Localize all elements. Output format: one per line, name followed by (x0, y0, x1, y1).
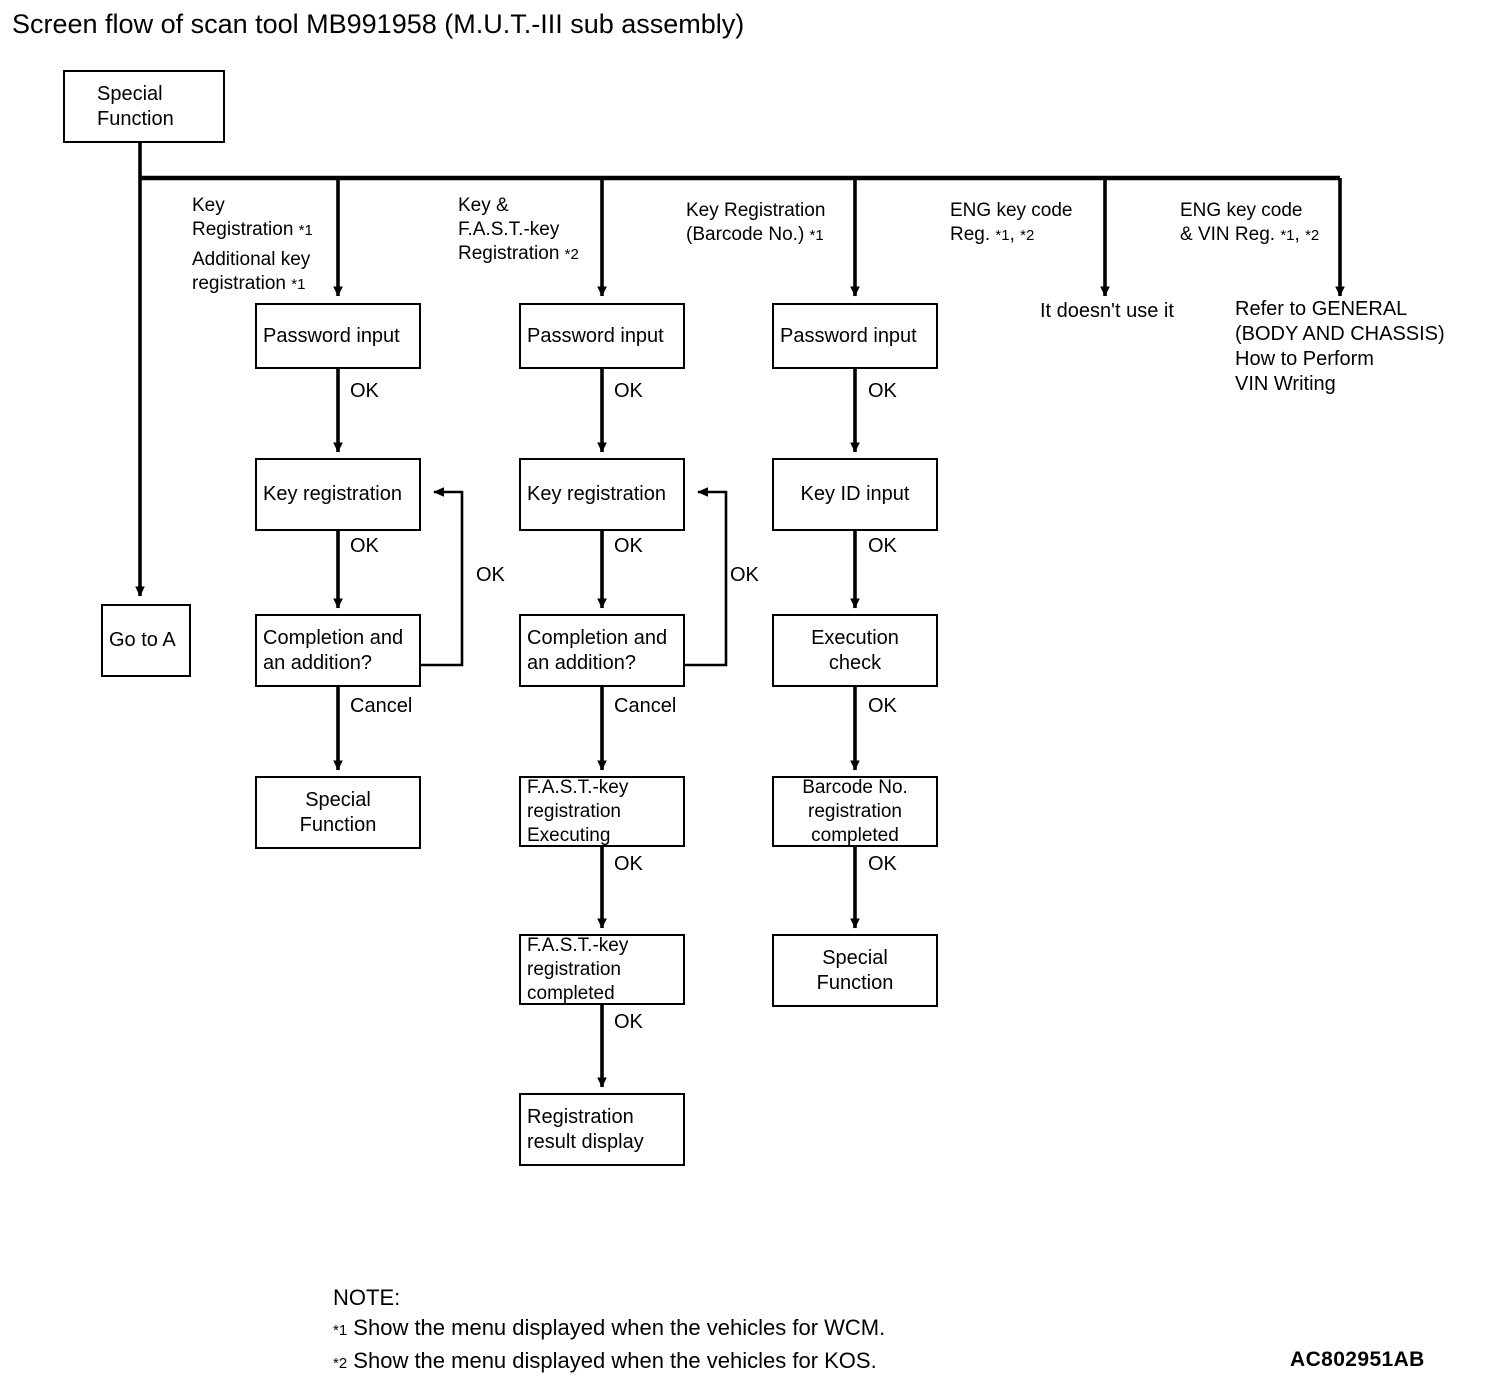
edge-label-col2-loop-ok: OK (730, 564, 759, 586)
note-heading: NOTE: (333, 1285, 401, 1310)
node-label-line: Special (822, 946, 888, 969)
branch-label-key-and-fast-key: Key & F.A.S.T.-key Registration *2 (458, 194, 579, 267)
node-label-line: Password input (263, 324, 400, 347)
node-label-line: check (828, 651, 882, 674)
node-label-line: an addition? (527, 651, 636, 674)
node-label-line: Completion and (263, 626, 404, 649)
branch-label-line: Registration *2 (458, 243, 579, 264)
node-label-line: Executing (527, 824, 611, 846)
node-special-function-1[interactable]: Special Function (255, 776, 421, 849)
node-fast-key-registration-completed[interactable]: F.A.S.T.-key registration completed (519, 934, 685, 1005)
branch-label-line: Key (192, 195, 225, 216)
node-label-line: an addition? (263, 651, 372, 674)
terminal-line: How to Perform (1235, 348, 1374, 370)
branch-label-line: Key & (458, 195, 509, 216)
note-item: *1 Show the menu displayed when the vehi… (333, 1315, 886, 1340)
branch-label-line: ENG key code (950, 200, 1073, 221)
node-registration-result-display[interactable]: Registration result display (519, 1093, 685, 1166)
node-label-line: completed (811, 824, 899, 846)
node-label-line: Function (299, 813, 377, 836)
node-password-input-1[interactable]: Password input (255, 303, 421, 369)
node-label-line: Barcode No. (802, 776, 908, 798)
branch-label-line: Additional key (192, 249, 311, 270)
node-password-input-2[interactable]: Password input (519, 303, 685, 369)
node-label-line: Password input (780, 324, 917, 347)
edge-label-col2-ok-4: OK (614, 1011, 643, 1033)
edge-label-col2-ok-1: OK (614, 380, 643, 402)
node-key-registration-2[interactable]: Key registration (519, 458, 685, 531)
branch-label-line: & VIN Reg. *1, *2 (1180, 224, 1320, 245)
edge-label-col2-ok-3: OK (614, 853, 643, 875)
branch-label-key-registration: Key Registration *1 (192, 194, 313, 243)
node-label-line: result display (527, 1130, 644, 1153)
node-label-line: registration (527, 800, 621, 822)
node-label-line: Registration (527, 1105, 634, 1128)
note-block: NOTE: *1 Show the menu displayed when th… (333, 1283, 885, 1379)
branch-label-line: registration *1 (192, 273, 306, 294)
branch-label-line: Key Registration (686, 200, 826, 221)
node-execution-check[interactable]: Execution check (772, 614, 938, 687)
page-title: Screen flow of scan tool MB991958 (M.U.T… (12, 9, 745, 39)
edge-label-col3-ok-3: OK (868, 695, 897, 717)
node-label-line: Key registration (263, 483, 402, 505)
branch-label-additional-key-registration: Additional key registration *1 (192, 248, 310, 297)
terminal-line: VIN Writing (1235, 373, 1336, 395)
node-label-line: Special (305, 788, 371, 811)
node-label-line: Password input (527, 324, 664, 347)
node-barcode-registration-completed[interactable]: Barcode No. registration completed (772, 776, 938, 847)
terminal-line: (BODY AND CHASSIS) (1235, 323, 1445, 345)
branch-label-line: Registration *1 (192, 219, 313, 240)
node-label-line: registration (808, 800, 902, 822)
node-special-function-root[interactable]: Special Function (63, 70, 225, 143)
branch-label-line: Reg. *1, *2 (950, 224, 1035, 245)
branch-label-line: ENG key code (1180, 200, 1303, 221)
edge-label-col2-ok-2: OK (614, 535, 643, 557)
terminal-refer-to-general: Refer to GENERAL (BODY AND CHASSIS) How … (1235, 297, 1445, 397)
node-label-line: Go to A (109, 629, 176, 651)
branch-label-key-registration-barcode: Key Registration (Barcode No.) *1 (686, 199, 825, 248)
node-label-line: completed (527, 982, 615, 1004)
node-label-line: Function (816, 971, 894, 994)
terminal-it-doesnt-use-it: It doesn't use it (1040, 300, 1174, 322)
node-special-function-3[interactable]: Special Function (772, 934, 938, 1007)
node-fast-key-registration-executing[interactable]: F.A.S.T.-key registration Executing (519, 776, 685, 847)
terminal-line: Refer to GENERAL (1235, 298, 1408, 320)
edge-label-col3-ok-4: OK (868, 853, 897, 875)
node-password-input-3[interactable]: Password input (772, 303, 938, 369)
node-completion-and-addition-1[interactable]: Completion and an addition? (255, 614, 421, 687)
node-label-line: Function (97, 107, 174, 130)
node-label-line: Key registration (527, 483, 666, 505)
node-key-registration-1[interactable]: Key registration (255, 458, 421, 531)
edge-label-col1-cancel: Cancel (350, 695, 413, 717)
node-label-line: F.A.S.T.-key (527, 776, 629, 798)
edge-label-col3-ok-1: OK (868, 380, 897, 402)
branch-label-eng-key-code-vin-reg: ENG key code & VIN Reg. *1, *2 (1180, 199, 1319, 248)
node-label-line: registration (527, 958, 621, 980)
edge-label-col3-ok-2: OK (868, 535, 897, 557)
node-key-id-input[interactable]: Key ID input (772, 458, 938, 531)
branch-label-eng-key-code-reg: ENG key code Reg. *1, *2 (950, 199, 1073, 248)
note-item: *2 Show the menu displayed when the vehi… (333, 1348, 877, 1373)
node-go-to-a[interactable]: Go to A (101, 604, 191, 677)
figure-code: AC802951AB (1290, 1348, 1425, 1371)
node-label-line: Completion and (527, 626, 668, 649)
branch-label-line: F.A.S.T.-key (458, 219, 560, 240)
edge-label-col1-loop-ok: OK (476, 564, 505, 586)
node-label-line: Key ID input (800, 483, 910, 505)
node-label-line: F.A.S.T.-key (527, 934, 629, 956)
edge-label-col1-ok-1: OK (350, 380, 379, 402)
branch-label-line: (Barcode No.) *1 (686, 224, 824, 245)
node-label-line: Execution (811, 626, 899, 649)
edge-label-col1-ok-2: OK (350, 535, 379, 557)
node-label-line: Special (97, 82, 163, 105)
edge-label-col2-cancel: Cancel (614, 695, 677, 717)
node-completion-and-addition-2[interactable]: Completion and an addition? (519, 614, 685, 687)
